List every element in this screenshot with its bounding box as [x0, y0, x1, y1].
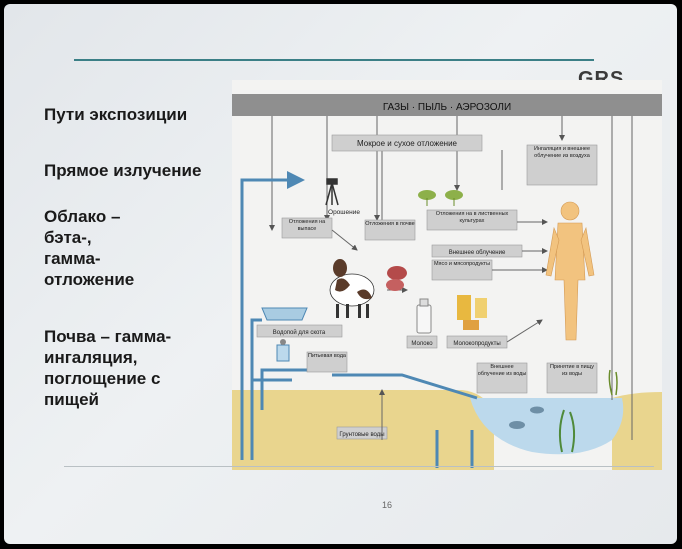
crop-deposition-label: Отложения на в лиственных культурах [435, 211, 509, 224]
slide-title-rule [74, 59, 594, 61]
header-label: ГАЗЫ · ПЫЛЬ · АЭРОЗОЛИ [383, 102, 511, 113]
dairy-products-icon [457, 295, 487, 330]
inhalation-label: Ингаляция и внешнее облучение из воздуха [533, 146, 591, 159]
groundwater-box [336, 426, 388, 440]
fish-icon [509, 406, 544, 429]
water-external-label: Внешнее облучение из воды [477, 364, 527, 377]
direct-radiation-item: Прямое излучение [44, 161, 202, 180]
crop-deposition-box [426, 209, 518, 231]
water-tap-icon [276, 339, 290, 362]
external-exposure-label: Внешнее облучение [449, 250, 506, 256]
cloud-item: Облако – бэта-, гамма- отложение [44, 207, 135, 289]
water-trough-icon [261, 307, 308, 321]
exposure-pathways-diagram: ГАЗЫ · ПЫЛЬ · АЭРОЗОЛИ [232, 80, 662, 470]
drinking-water-label: Питьевая вода [308, 353, 346, 359]
livestock-water-box [256, 324, 343, 338]
water-plant-icon [558, 409, 576, 453]
fish-ingestion-box [546, 362, 598, 394]
pasture-deposition-box [281, 217, 333, 239]
irrigation-label: Орошение [328, 209, 360, 216]
water-body [470, 398, 624, 455]
soil-deposition-label: Отложения в почве [365, 221, 415, 227]
wet-dry-label: Мокрое и сухое отложение [357, 139, 458, 148]
livestock-water-label: Водопой для скота [273, 329, 326, 336]
meat-icon [386, 266, 407, 291]
pasture-deposition-label: Отложения на выпасе [288, 219, 326, 232]
wet-dry-deposition-box [331, 134, 483, 152]
soil-deposition-box [364, 219, 416, 241]
milk-box [406, 335, 438, 349]
cow-icon [329, 259, 375, 318]
drinking-water-box [306, 351, 348, 373]
page-number: 16 [382, 500, 393, 510]
soil-ground-right [612, 392, 662, 470]
water-external-exposure-box [476, 362, 528, 394]
crop-plants-icon [418, 190, 463, 206]
reed-icon [608, 369, 618, 396]
dairy-label: Молокопродукты [453, 341, 500, 347]
slide-bottom-rule [64, 466, 654, 467]
exposure-pathways-heading: Пути экспозиции [44, 105, 188, 124]
soil-item: Почва – гамма- ингаляция, поглощение с п… [44, 327, 172, 409]
fish-ingestion-label: Принятие в пищу из воды [549, 364, 595, 377]
milk-label: Молоко [411, 341, 433, 347]
meat-label: Мясо и мясопродукты [433, 261, 491, 267]
groundwater-label: Грунтовые воды [339, 432, 384, 438]
sprinkler-icon [325, 178, 339, 206]
human-figure-icon [545, 201, 595, 341]
header-band [232, 94, 662, 116]
presentation-slide: GRS Пути экспозиции Прямое излучение Обл… [4, 4, 677, 544]
milk-bottle-icon [416, 298, 432, 334]
inhalation-box [526, 144, 598, 186]
